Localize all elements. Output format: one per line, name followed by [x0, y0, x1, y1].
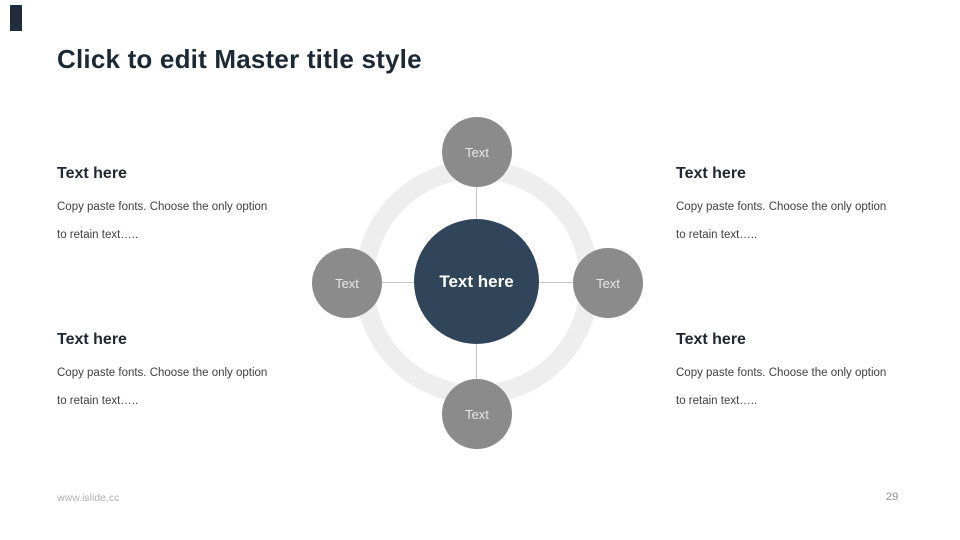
- body-line-1: Copy paste fonts. Choose the only option: [676, 367, 887, 379]
- body-line-2: to retain text…..: [57, 229, 139, 241]
- text-block-heading: Text here: [676, 331, 746, 348]
- diagram-node-top[interactable]: Text: [442, 117, 512, 187]
- text-block-bottom-right[interactable]: Text here Copy paste fonts. Choose the o…: [676, 330, 956, 415]
- diagram-node-left[interactable]: Text: [312, 248, 382, 318]
- slide-title-placeholder[interactable]: Click to edit Master title style: [57, 44, 422, 74]
- body-line-1: Copy paste fonts. Choose the only option: [57, 367, 268, 379]
- node-label: Text: [596, 275, 620, 291]
- text-block-bottom-left[interactable]: Text here Copy paste fonts. Choose the o…: [57, 330, 337, 415]
- page-number: 29: [886, 491, 899, 503]
- text-block-heading: Text here: [676, 165, 746, 182]
- diagram-hub-circle[interactable]: Text here: [414, 219, 539, 344]
- text-block-body: Copy paste fonts. Choose the only option…: [57, 359, 337, 415]
- text-block-body: Copy paste fonts. Choose the only option…: [57, 193, 337, 249]
- diagram-node-right[interactable]: Text: [573, 248, 643, 318]
- body-line-2: to retain text…..: [57, 395, 139, 407]
- text-block-heading: Text here: [57, 165, 127, 182]
- body-line-1: Copy paste fonts. Choose the only option: [676, 201, 887, 213]
- node-label: Text: [465, 144, 489, 160]
- body-line-2: to retain text…..: [676, 229, 758, 241]
- diagram-node-bottom[interactable]: Text: [442, 379, 512, 449]
- text-block-heading: Text here: [57, 331, 127, 348]
- text-block-top-left[interactable]: Text here Copy paste fonts. Choose the o…: [57, 164, 337, 249]
- node-label: Text: [465, 406, 489, 422]
- footer-website-link[interactable]: www.islide.cc: [57, 492, 120, 504]
- body-line-2: to retain text…..: [676, 395, 758, 407]
- text-block-top-right[interactable]: Text here Copy paste fonts. Choose the o…: [676, 164, 956, 249]
- text-block-body: Copy paste fonts. Choose the only option…: [676, 193, 956, 249]
- hub-label: Text here: [439, 271, 514, 291]
- accent-bar: [10, 5, 22, 31]
- body-line-1: Copy paste fonts. Choose the only option: [57, 201, 268, 213]
- node-label: Text: [335, 275, 359, 291]
- text-block-body: Copy paste fonts. Choose the only option…: [676, 359, 956, 415]
